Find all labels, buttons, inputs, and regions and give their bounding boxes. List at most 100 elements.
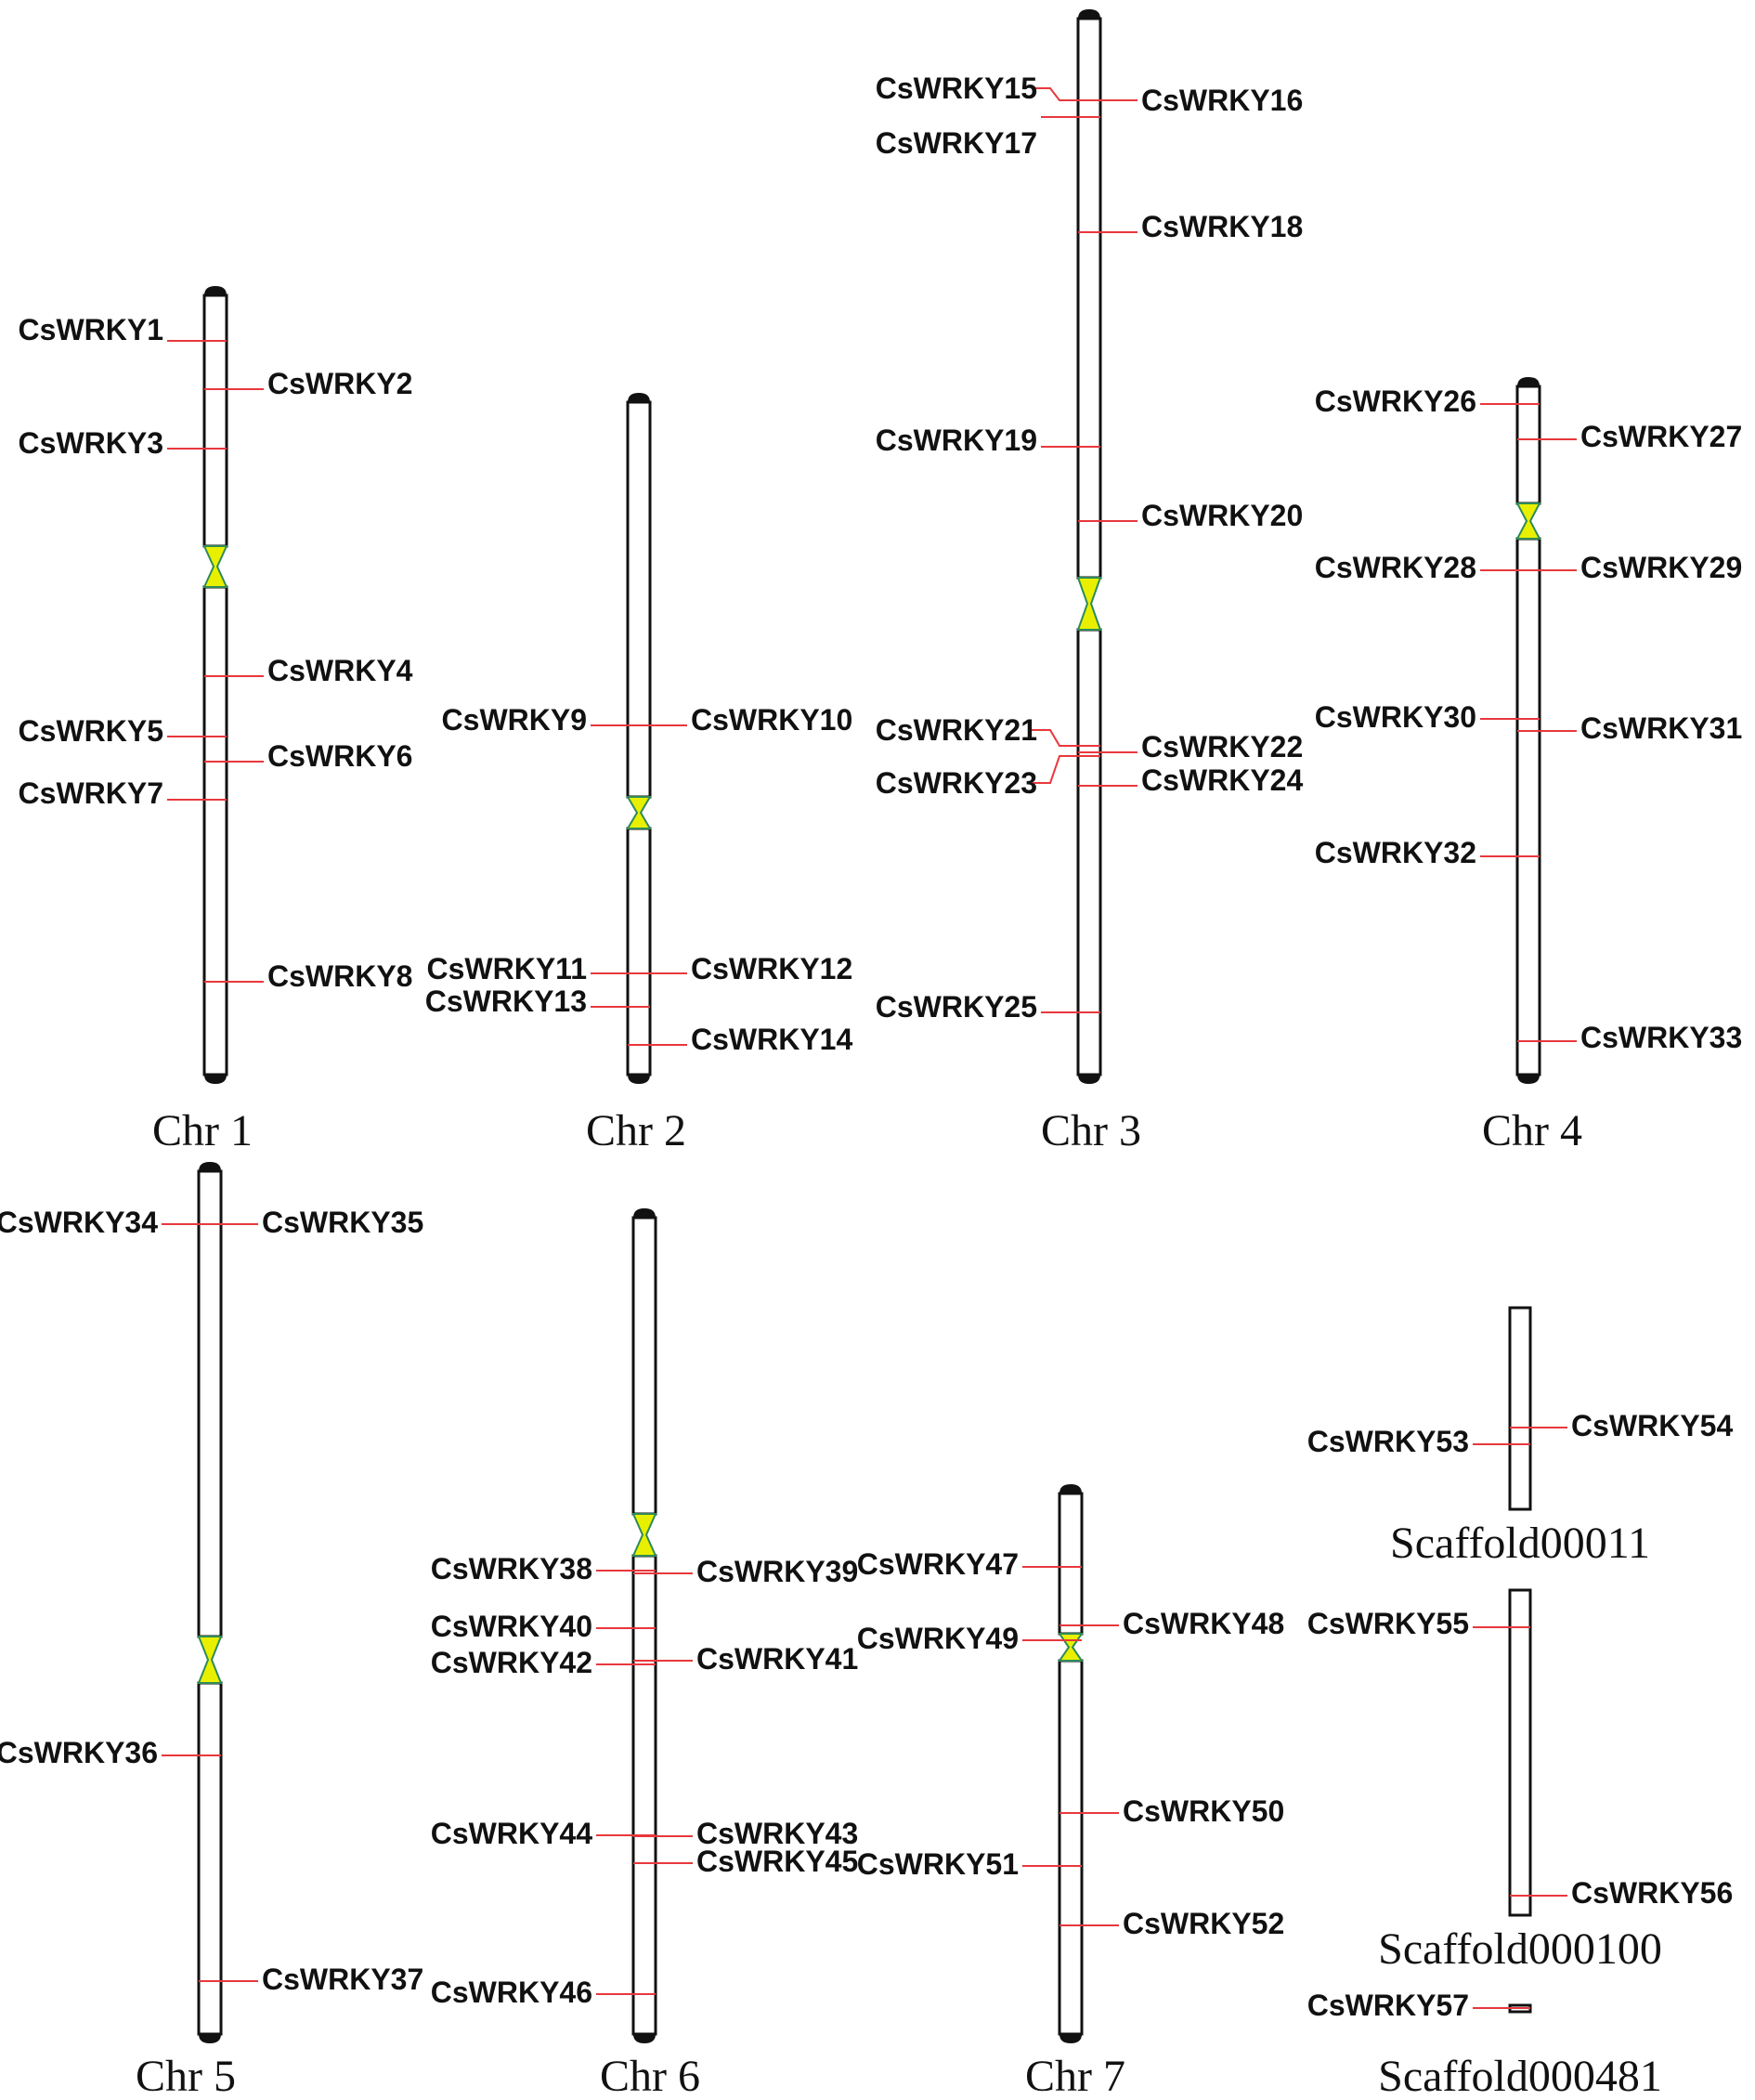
- gene-label: CsWRKY12: [691, 952, 852, 985]
- gene-label: CsWRKY27: [1580, 420, 1742, 453]
- gene-label: CsWRKY15: [876, 72, 1037, 105]
- chromosome-7: CsWRKY47CsWRKY48CsWRKY49CsWRKY50CsWRKY51…: [857, 1484, 1284, 2100]
- centromere: [197, 1636, 223, 1684]
- gene-marker-line: [1032, 755, 1100, 784]
- gene-label: CsWRKY16: [1141, 84, 1303, 117]
- telomere-bottom: [1060, 2034, 1082, 2043]
- chromosome-arm-lower: [626, 827, 652, 1076]
- chromosome-name: Scaffold000100: [1378, 1924, 1662, 1974]
- telomere-top: [199, 1162, 221, 1171]
- gene-label: CsWRKY9: [442, 703, 587, 737]
- chromosome-name: Chr 4: [1482, 1106, 1582, 1155]
- centromere: [626, 796, 652, 829]
- gene-label: CsWRKY33: [1580, 1021, 1742, 1054]
- gene-label: CsWRKY41: [696, 1642, 858, 1676]
- gene-label: CsWRKY47: [857, 1547, 1019, 1581]
- chromosome-arm-upper: [626, 400, 652, 799]
- gene-label: CsWRKY8: [267, 959, 412, 993]
- gene-label: CsWRKY11: [427, 952, 588, 985]
- gene-label: CsWRKY29: [1580, 551, 1742, 584]
- centromere: [631, 1513, 657, 1557]
- telomere-top: [628, 393, 650, 402]
- chromosome-name: Chr 3: [1041, 1106, 1141, 1155]
- telomere-bottom: [633, 2034, 656, 2043]
- gene-label: CsWRKY56: [1571, 1876, 1733, 1910]
- chromosome-name: Chr 7: [1025, 2052, 1125, 2095]
- gene-label: CsWRKY50: [1123, 1794, 1284, 1828]
- gene-label: CsWRKY32: [1315, 836, 1476, 869]
- telomere-bottom: [628, 1075, 650, 1084]
- chromosome-arm-lower: [1515, 537, 1541, 1076]
- gene-marker-line: [1032, 729, 1100, 747]
- gene-label: CsWRKY24: [1141, 763, 1303, 797]
- gene-label: CsWRKY7: [19, 776, 163, 810]
- gene-label: CsWRKY22: [1141, 730, 1303, 763]
- telomere-top: [633, 1208, 656, 1218]
- chromosome-arm-upper: [1515, 385, 1541, 505]
- chromosome-name: Scaffold00011: [1390, 1519, 1650, 1568]
- gene-label: CsWRKY51: [857, 1847, 1019, 1881]
- gene-label: CsWRKY13: [425, 985, 587, 1018]
- gene-label: CsWRKY45: [696, 1845, 858, 1878]
- gene-label: CsWRKY40: [431, 1610, 592, 1643]
- chromosome-arm-upper: [1058, 1492, 1084, 1636]
- gene-label: CsWRKY44: [431, 1817, 592, 1850]
- gene-label: CsWRKY25: [876, 990, 1037, 1024]
- gene-label: CsWRKY53: [1307, 1425, 1469, 1458]
- chromosome-arm-upper: [197, 1169, 223, 1638]
- chromosome-arm-upper: [1076, 17, 1102, 580]
- chromosome-name: Chr 1: [152, 1106, 253, 1155]
- gene-label: CsWRKY52: [1123, 1907, 1284, 1940]
- chromosome-arm-lower: [197, 1681, 223, 2036]
- telomere-top: [1060, 1484, 1082, 1493]
- gene-label: CsWRKY28: [1315, 551, 1476, 584]
- gene-label: CsWRKY17: [876, 126, 1037, 160]
- telomere-bottom: [199, 2034, 221, 2043]
- gene-label: CsWRKY1: [19, 313, 163, 346]
- gene-label: CsWRKY54: [1571, 1409, 1733, 1442]
- gene-label: CsWRKY6: [267, 739, 412, 773]
- chromosome-arm-upper: [631, 1216, 657, 1516]
- gene-label: CsWRKY10: [691, 703, 852, 737]
- centromere: [202, 545, 228, 588]
- scaffold-body: [1508, 1306, 1532, 1511]
- chromosome-arm-lower: [631, 1554, 657, 2036]
- gene-label: CsWRKY35: [262, 1206, 423, 1239]
- gene-label: CsWRKY26: [1315, 385, 1476, 418]
- gene-label: CsWRKY2: [267, 367, 412, 400]
- gene-label: CsWRKY43: [696, 1817, 858, 1850]
- telomere-bottom: [204, 1075, 227, 1084]
- chromosome-name: Chr 6: [600, 2052, 700, 2095]
- gene-label: CsWRKY21: [876, 713, 1037, 747]
- telomere-bottom: [1517, 1075, 1540, 1084]
- gene-label: CsWRKY37: [262, 1963, 423, 1996]
- chromosome-1: CsWRKY1CsWRKY2CsWRKY3CsWRKY4CsWRKY5CsWRK…: [19, 286, 413, 1155]
- telomere-top: [204, 286, 227, 295]
- chromosome-arm-upper: [202, 293, 228, 548]
- chromosome-arm-lower: [1076, 628, 1102, 1076]
- gene-label: CsWRKY3: [19, 426, 163, 460]
- chromosome-name: Chr 2: [586, 1106, 686, 1155]
- gene-label: CsWRKY19: [876, 424, 1037, 457]
- gene-label: CsWRKY39: [696, 1555, 858, 1588]
- telomere-bottom: [1078, 1075, 1100, 1084]
- gene-label: CsWRKY23: [876, 766, 1037, 800]
- telomere-top: [1078, 9, 1100, 19]
- chromosome-arm-lower: [1058, 1659, 1084, 2036]
- gene-label: CsWRKY30: [1315, 700, 1476, 734]
- centromere: [1076, 577, 1102, 631]
- gene-label: CsWRKY36: [0, 1736, 158, 1769]
- gene-label: CsWRKY20: [1141, 499, 1303, 532]
- gene-label: CsWRKY31: [1580, 711, 1742, 745]
- gene-label: CsWRKY48: [1123, 1607, 1284, 1640]
- chromosome-arm-lower: [202, 585, 228, 1076]
